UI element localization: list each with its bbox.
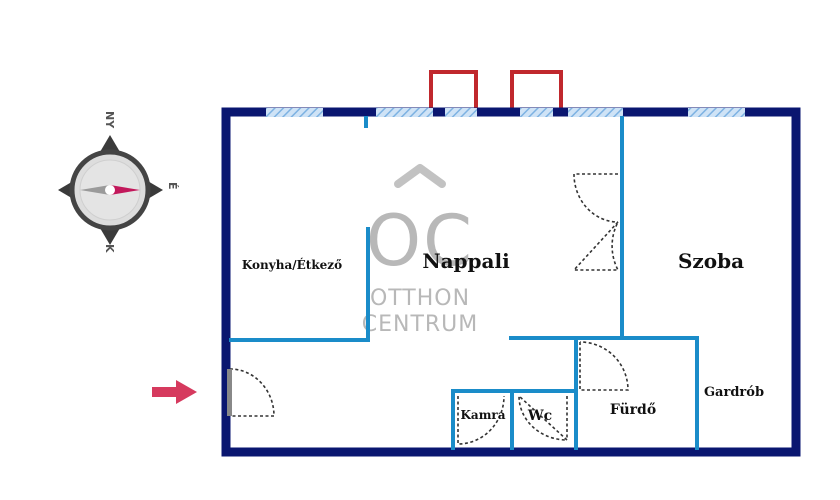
room-wardrobe: Gardrób: [704, 385, 764, 400]
inner-walls: [229, 116, 699, 450]
compass-north: NY: [103, 111, 116, 129]
chimney-left: [429, 70, 478, 108]
chimneys: [429, 70, 563, 108]
window-2: [376, 108, 433, 117]
outer-wall: [221, 107, 801, 457]
wall-pantry-wc-top: [451, 389, 578, 450]
living-door-upper: [573, 173, 619, 223]
room-kitchen: Konyha/Étkező: [242, 257, 342, 272]
arrow-right-icon: [152, 380, 197, 404]
entry-door-leaf: [227, 369, 232, 416]
room-pantry: Kamra: [461, 408, 506, 422]
window-3: [445, 108, 477, 117]
compass-icon: NY É K: [58, 111, 179, 253]
windows: [266, 108, 745, 117]
compass-south: K: [103, 244, 116, 253]
wc-door-swing: [518, 394, 568, 442]
wall-kitchen: [229, 227, 370, 342]
watermark: OC OTTHON CENTRUM: [362, 164, 479, 337]
living-door-lower: [572, 221, 620, 271]
doors: [229, 173, 629, 445]
room-living: Nappali: [422, 249, 510, 273]
watermark-roof-icon: [394, 164, 446, 188]
window-5: [568, 108, 623, 117]
chimney-right: [510, 70, 563, 108]
bath-door-swing: [579, 341, 629, 391]
room-bedroom: Szoba: [678, 249, 744, 273]
pantry-door-swing: [457, 395, 505, 445]
watermark-line2: CENTRUM: [362, 312, 479, 337]
watermark-logo: OC: [366, 200, 474, 282]
wall-bath-top: [509, 336, 699, 450]
watermark-line1: OTTHON: [370, 286, 470, 311]
window-6: [688, 108, 745, 117]
window-4: [520, 108, 553, 117]
compass-east: É: [166, 182, 179, 190]
room-wc: Wc: [527, 408, 552, 424]
room-bathroom: Fürdő: [610, 402, 656, 418]
entry-door-swing: [229, 368, 275, 417]
window-1: [266, 108, 323, 117]
